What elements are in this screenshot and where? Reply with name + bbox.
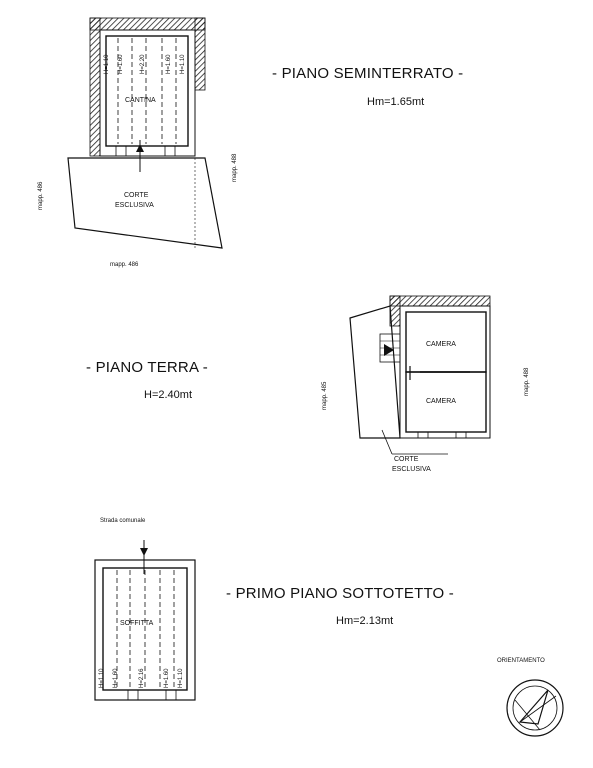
attic-title: - PRIMO PIANO SOTTOTETTO - bbox=[226, 585, 454, 602]
basement-yard-line1: CORTE bbox=[124, 192, 149, 199]
ground-height: H=2.40mt bbox=[144, 389, 192, 401]
basement-courtyard bbox=[67, 157, 223, 249]
ground-parcel-right: mapp. 488 bbox=[524, 367, 530, 396]
attic-height-3: H=2.16 bbox=[139, 668, 145, 688]
compass-icon bbox=[506, 679, 564, 737]
attic-height: Hm=2.13mt bbox=[336, 615, 394, 627]
orientation-label: ORIENTAMENTO bbox=[497, 658, 545, 664]
attic-plan bbox=[94, 540, 196, 701]
ground-courtyard bbox=[349, 305, 401, 439]
road-label: Strada comunale bbox=[100, 518, 146, 524]
basement-height-1: H=1.10 bbox=[104, 54, 110, 74]
attic-height-1: H=1.10 bbox=[99, 668, 105, 688]
basement-wall-top bbox=[89, 17, 206, 31]
basement-height-2: H=1.60 bbox=[118, 54, 124, 74]
ground-parcel-left: mapp. 485 bbox=[322, 381, 328, 410]
basement-height: Hm=1.65mt bbox=[367, 96, 425, 108]
basement-wall-left bbox=[89, 17, 101, 157]
ground-plan bbox=[349, 295, 491, 455]
basement-parcel-left: mapp. 486 bbox=[38, 181, 44, 210]
basement-yard-line2: ESCLUSIVA bbox=[115, 202, 154, 209]
basement-wall-right bbox=[194, 17, 206, 91]
attic-room bbox=[102, 567, 188, 691]
ground-title: - PIANO TERRA - bbox=[86, 359, 208, 376]
ground-yard-line1: CORTE bbox=[394, 456, 419, 463]
cellar-label: CANTINA bbox=[125, 97, 156, 104]
attic-height-4: H=1.60 bbox=[164, 668, 170, 688]
basement-plan bbox=[67, 17, 223, 249]
basement-height-4: H=1.60 bbox=[166, 54, 172, 74]
basement-parcel-right: mapp. 488 bbox=[232, 153, 238, 182]
basement-height-5: H=1.10 bbox=[180, 54, 186, 74]
cellar-room bbox=[105, 35, 189, 147]
ground-yard-line2: ESCLUSIVA bbox=[392, 466, 431, 473]
attic-room-label: SOFFITTA bbox=[120, 620, 154, 627]
basement-parcel-bottom: mapp. 486 bbox=[110, 262, 139, 268]
bedroom-lower-label: CAMERA bbox=[426, 398, 456, 405]
basement-title: - PIANO SEMINTERRATO - bbox=[272, 65, 464, 82]
attic-height-5: H=1.10 bbox=[178, 668, 184, 688]
bedroom-upper-label: CAMERA bbox=[426, 341, 456, 348]
basement-height-3: H=2.20 bbox=[140, 54, 146, 74]
attic-height-2: H=1.60 bbox=[113, 668, 119, 688]
